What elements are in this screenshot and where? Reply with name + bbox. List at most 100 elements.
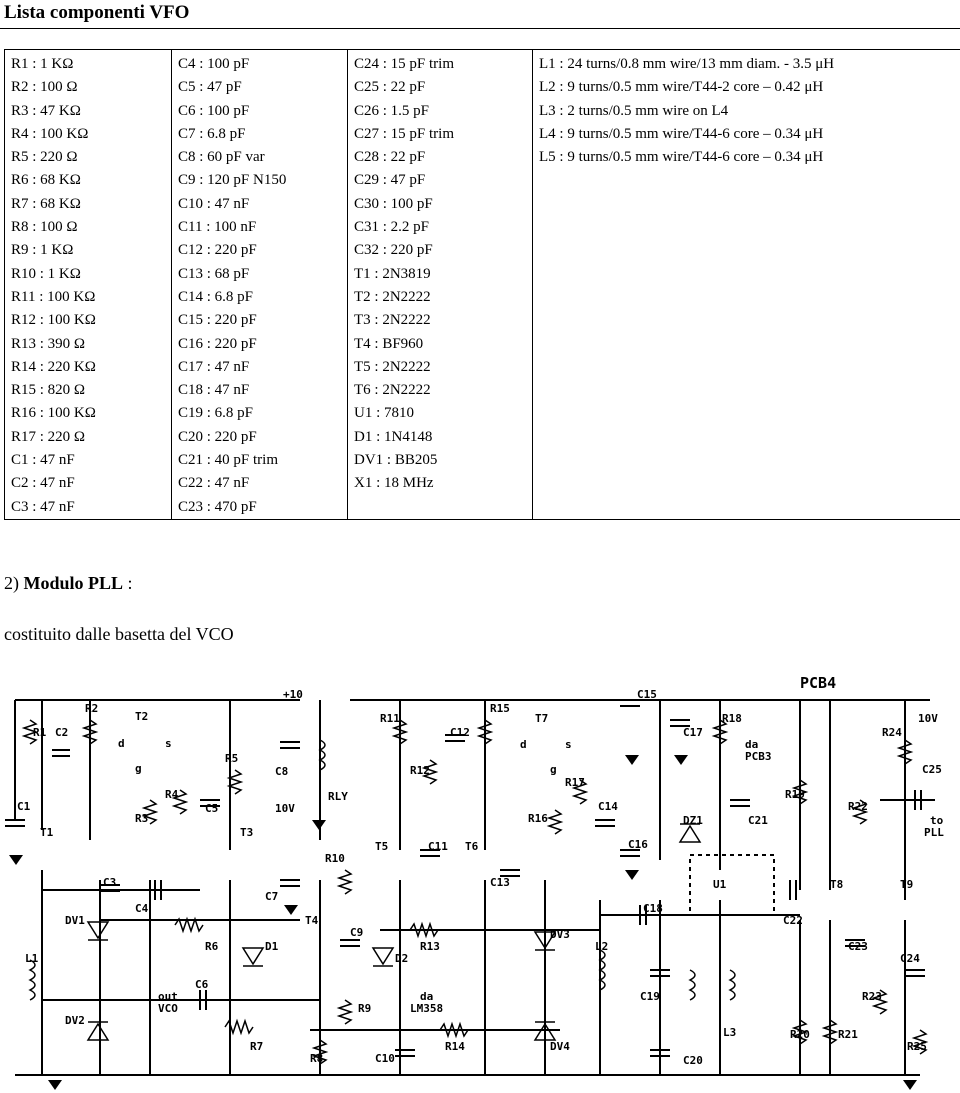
component-entry: R1 : 1 KΩ bbox=[11, 56, 74, 72]
component-entry: L5 : 9 turns/0.5 mm wire/T44-6 core – 0.… bbox=[539, 149, 824, 166]
ref-DV1: DV1 bbox=[65, 914, 85, 927]
component-entry: C29 : 47 pF bbox=[354, 172, 426, 189]
schematic-labels: PCB4 +10 RLY 10V 10V out VCO to PLL da P… bbox=[17, 674, 944, 1067]
component-entry: C10 : 47 nF bbox=[178, 195, 250, 212]
ref-L2: L2 bbox=[595, 940, 608, 953]
ref-T8: T8 bbox=[830, 878, 843, 891]
ref-T4: T4 bbox=[305, 914, 319, 927]
component-entry: R13 : 390 Ω bbox=[11, 335, 86, 352]
component-entry: R9 : 1 KΩ bbox=[11, 242, 74, 259]
component-entry: T2 : 2N2222 bbox=[354, 288, 431, 305]
ref-T2: T2 bbox=[135, 710, 148, 723]
component-entry: C24 : 15 pF trim bbox=[354, 56, 455, 72]
document-title: Lista componenti VFO bbox=[4, 2, 190, 23]
ref-g1: g bbox=[135, 762, 142, 775]
ref-DV3: DV3 bbox=[550, 928, 570, 941]
ref-g2: g bbox=[550, 763, 557, 776]
ref-C3: C3 bbox=[103, 876, 116, 889]
component-entry: C7 : 6.8 pF bbox=[178, 125, 246, 142]
ref-T3: T3 bbox=[240, 826, 253, 839]
v10-label-a: 10V bbox=[275, 802, 295, 815]
component-entry: C31 : 2.2 pF bbox=[354, 219, 430, 236]
ref-C2: C2 bbox=[55, 726, 68, 739]
ref-s2: s bbox=[565, 738, 572, 751]
ref-R4: R4 bbox=[165, 788, 179, 801]
ref-C16: C16 bbox=[628, 838, 648, 851]
component-entry: C26 : 1.5 pF bbox=[354, 102, 430, 119]
component-entry: L3 : 2 turns/0.5 mm wire on L4 bbox=[539, 102, 729, 119]
component-entry: C20 : 220 pF bbox=[178, 428, 257, 445]
ref-R9: R9 bbox=[358, 1002, 371, 1015]
section-title: Modulo PLL bbox=[23, 573, 124, 593]
out-label: out bbox=[158, 990, 178, 1003]
ref-T9: T9 bbox=[900, 878, 913, 891]
ref-C17: C17 bbox=[683, 726, 703, 739]
diode-symbols bbox=[86, 823, 702, 1041]
lm358-label: LM358 bbox=[410, 1002, 443, 1015]
ref-C20: C20 bbox=[683, 1054, 703, 1067]
component-entry: C3 : 47 nF bbox=[11, 498, 75, 515]
ref-R2: R2 bbox=[85, 702, 98, 715]
component-entry: U1 : 7810 bbox=[354, 405, 414, 422]
component-entry: R2 : 100 Ω bbox=[11, 79, 78, 96]
component-entry: R3 : 47 KΩ bbox=[11, 102, 81, 119]
ref-R15: R15 bbox=[490, 702, 510, 715]
v10-label-b: 10V bbox=[918, 712, 938, 725]
ref-R3: R3 bbox=[135, 812, 148, 825]
ref-C12: C12 bbox=[450, 726, 470, 739]
component-entry: C32 : 220 pF bbox=[354, 242, 433, 259]
ref-DV4: DV4 bbox=[550, 1040, 570, 1053]
ref-C1: C1 bbox=[17, 800, 31, 813]
component-entry: C30 : 100 pF bbox=[354, 195, 433, 212]
ref-C7: C7 bbox=[265, 890, 278, 903]
vco-schematic: PCB4 +10 RLY 10V 10V out VCO to PLL da P… bbox=[5, 674, 944, 1090]
ref-s1: s bbox=[165, 737, 172, 750]
component-entry: C23 : 470 pF bbox=[178, 498, 257, 515]
component-entry: C2 : 47 nF bbox=[11, 475, 75, 492]
ref-R24: R24 bbox=[882, 726, 902, 739]
ref-C8: C8 bbox=[275, 765, 288, 778]
ref-C13: C13 bbox=[490, 876, 510, 889]
ref-L3: L3 bbox=[723, 1026, 736, 1039]
ref-C11: C11 bbox=[428, 840, 448, 853]
component-entry: R17 : 220 Ω bbox=[11, 428, 86, 445]
component-entry: C19 : 6.8 pF bbox=[178, 405, 254, 422]
component-entry: L1 : 24 turns/0.8 mm wire/13 mm diam. - … bbox=[539, 56, 835, 72]
ref-C15: C15 bbox=[637, 688, 657, 701]
ref-R13: R13 bbox=[420, 940, 440, 953]
component-entry: R11 : 100 KΩ bbox=[11, 288, 96, 305]
component-entry: X1 : 18 MHz bbox=[354, 475, 434, 492]
ref-DZ1: DZ1 bbox=[683, 814, 703, 827]
ref-R14: R14 bbox=[445, 1040, 465, 1053]
ref-C19: C19 bbox=[640, 990, 660, 1003]
ref-C6: C6 bbox=[195, 978, 209, 991]
ref-C5: C5 bbox=[205, 802, 218, 815]
component-entry: R4 : 100 KΩ bbox=[11, 125, 89, 142]
ref-T1: T1 bbox=[40, 826, 54, 839]
ref-R16: R16 bbox=[528, 812, 548, 825]
ref-R12: R12 bbox=[410, 764, 430, 777]
component-column-4: L1 : 24 turns/0.8 mm wire/13 mm diam. - … bbox=[532, 49, 960, 520]
vco-label: VCO bbox=[158, 1002, 178, 1015]
component-entry: C9 : 120 pF N150 bbox=[178, 172, 287, 189]
component-entry: R15 : 820 Ω bbox=[11, 382, 86, 399]
component-entry: T4 : BF960 bbox=[354, 335, 424, 352]
supply-label: +10 bbox=[283, 688, 303, 701]
ground-symbols bbox=[9, 755, 917, 1090]
ref-DV2: DV2 bbox=[65, 1014, 85, 1027]
ref-R20: R20 bbox=[790, 1028, 810, 1041]
component-entry: C16 : 220 pF bbox=[178, 335, 257, 352]
component-entry: C28 : 22 pF bbox=[354, 149, 426, 166]
component-entry: R5 : 220 Ω bbox=[11, 149, 78, 166]
component-entry: C15 : 220 pF bbox=[178, 312, 257, 329]
ref-L1: L1 bbox=[25, 952, 39, 965]
component-entry: C11 : 100 nF bbox=[178, 219, 257, 236]
component-column-1: R1 : 1 KΩ R2 : 100 Ω R3 : 47 KΩ R4 : 100 KΩ… bbox=[4, 49, 172, 520]
section-heading: 2) Modulo PLL : bbox=[4, 573, 133, 594]
pll-label: PLL bbox=[924, 826, 944, 839]
component-entry: C1 : 47 nF bbox=[11, 452, 75, 469]
ref-T6: T6 bbox=[465, 840, 479, 853]
ref-R5: R5 bbox=[225, 752, 238, 765]
component-entry: L2 : 9 turns/0.5 mm wire/T44-2 core – 0.… bbox=[539, 79, 824, 96]
component-entry: T1 : 2N3819 bbox=[354, 265, 431, 282]
